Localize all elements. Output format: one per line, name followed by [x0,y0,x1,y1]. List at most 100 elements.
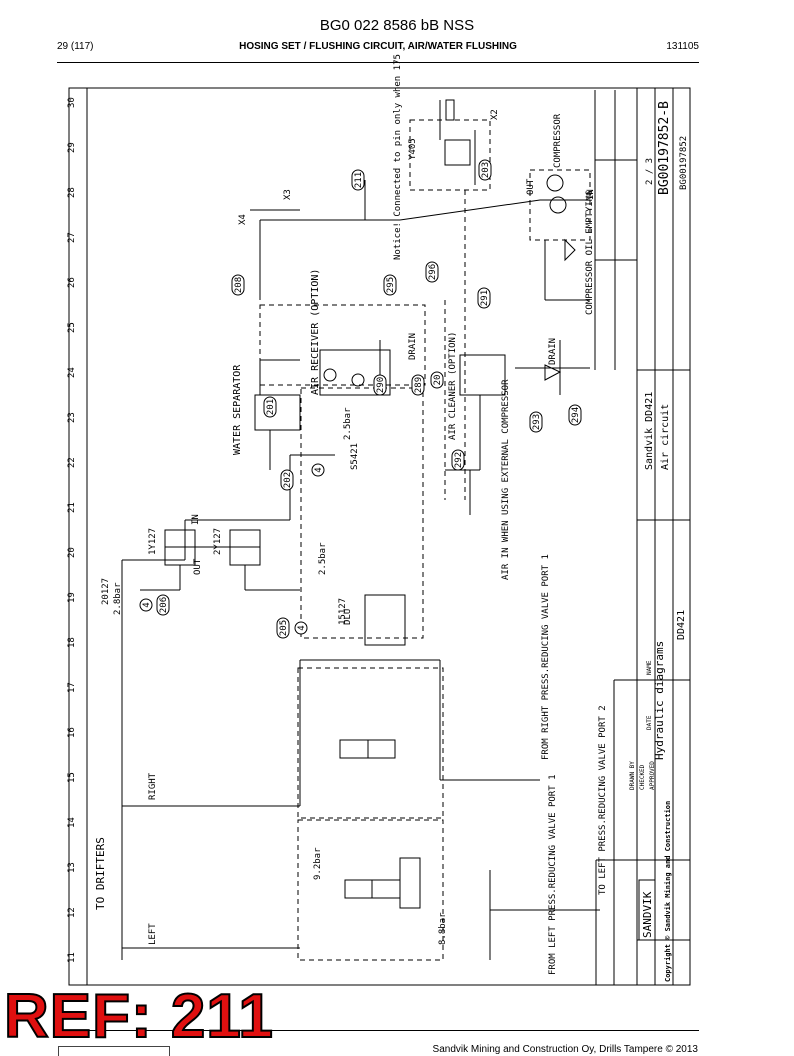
grid-num: 13 [67,862,77,873]
drawing-title: Hydraulic diagrams [653,641,666,760]
title-block-frame [636,87,691,986]
grid-num: 15 [67,772,77,783]
label-out: OUT [193,558,203,575]
left-valve-block [297,819,444,961]
label-to-left: TO LEFT PRESS.REDUCING VALVE PORT 2 [598,705,608,895]
label-compressor: COMPRESSOR [553,113,563,168]
label-in: IN [191,514,201,525]
label-2-5bar: 2.5bar [318,542,328,575]
water-separator-block [300,387,424,639]
label-in: IN [586,189,596,200]
grid-num: 26 [67,277,77,288]
label-9-2bar: 9.2bar [313,847,323,880]
label-water-separator: WATER SEPARATOR [232,364,243,455]
sandvik-footer-logo [58,1046,170,1056]
grid-num: 27 [67,232,77,243]
section-title: HOSING SET / FLUSHING CIRCUIT, AIR/WATER… [239,41,517,52]
header-date: 131105 [666,41,699,52]
callout-294: 294 [571,407,581,423]
label-15127: 15127 [338,598,348,625]
label-air-cleaner: AIR CLEANER (OPTION) [448,332,458,440]
callout-203: 203 [481,162,491,178]
grid-numbers: 11 12 13 14 15 16 17 18 19 20 21 22 23 2… [67,97,77,963]
label-2-8bar: 2.8bar [113,582,123,615]
callout-206: 206 [159,597,169,613]
document-number: BG00197852 [679,136,689,190]
checked-label: CHECKED [639,764,646,790]
label-y405: Y405 [408,138,418,160]
footer-company: Sandvik Mining and Construction Oy, Dril… [432,1044,698,1055]
callout-205: 205 [279,620,289,636]
label-out: OUT [526,178,536,195]
grid-num: 14 [67,817,77,828]
grid-num: 24 [67,367,77,378]
page-number: 29 (117) [57,41,94,52]
label-x4: X4 [238,214,248,225]
grid-num: 11 [67,952,77,963]
callout-295: 295 [386,277,396,293]
callout-4: 4 [314,467,324,472]
label-to-drifters: TO DRIFTERS [94,837,107,910]
label-1y127: 1Y127 [148,528,158,555]
grid-num: 20 [67,547,77,558]
callout-201: 201 [266,399,276,415]
document-id: BG0 022 8586 bB NSS [319,17,475,34]
label-notice: Notice! Connected to pin only when 175 [393,54,403,260]
label-drain: DRAIN [408,333,418,360]
circuit-subtitle: Air circuit [660,404,671,470]
grid-num: 28 [67,187,77,198]
ref-overlay-label: REF: 211 [3,982,274,1051]
grid-num: 25 [67,322,77,333]
grid-num: 21 [67,502,77,513]
grid-num: 19 [67,592,77,603]
callout-293: 293 [532,414,542,430]
grid-num: 17 [67,682,77,693]
drawing-frame [68,87,691,986]
label-compressor-oil: COMPRESSOR OIL EMPTYING [585,190,595,315]
water-separator [254,394,301,431]
callout-4: 4 [297,625,307,630]
label-from-left: FROM LEFT PRESS.REDUCING VALVE PORT 1 [548,775,558,975]
callout-4: 4 [142,602,152,607]
copyright: Copyright © Sandvik Mining and Construct… [664,801,672,982]
date-label: DATE [646,715,653,730]
sandvik-logo: SANDVIK [641,891,654,938]
sheet-number: 2 / 3 [645,158,655,185]
label-8-8bar: 8.8bar [438,912,448,945]
label-air-receiver: AIR RECEIVER (OPTION) [310,269,321,395]
label-dlu: DLU [343,609,353,625]
callouts: 211 208 295 296 291 203 201 202 290 289 … [139,159,582,639]
callout-202: 202 [283,472,293,488]
compressor-motor [546,174,564,192]
grid-num: 23 [67,412,77,423]
callout-20: 20 [433,375,443,386]
right-valve-block [297,667,444,819]
label-from-right: FROM RIGHT PRESS.REDUCING VALVE PORT 1 [541,554,551,760]
grid-num: 16 [67,727,77,738]
label-air-in: AIR IN WHEN USING EXTERNAL COMPRESSOR [501,379,511,580]
grid-num: 30 [67,97,77,108]
callout-211: 211 [354,172,364,188]
compressor-block [529,169,591,241]
grid-num: 12 [67,907,77,918]
label-2y127: 2Y127 [213,528,223,555]
grid-num: 22 [67,457,77,468]
label-5421: S5421 [350,443,360,470]
footer-divider [57,1030,699,1031]
label-drain: DRAIN [548,338,558,365]
drawn-label: DRAWN BY [629,761,636,790]
callout-292: 292 [454,452,464,468]
approved-label: APPROVED [649,761,656,790]
label-x2: X2 [490,109,500,120]
callout-290: 290 [376,377,386,393]
drawing-model: DD421 [676,610,687,640]
label-x3: X3 [283,189,293,200]
air-cleaner [459,354,506,396]
label-right: RIGHT [148,772,158,800]
callout-208: 208 [234,277,244,293]
callout-291: 291 [480,290,490,306]
label-2-5bar: 2.5bar [343,407,353,440]
drawing-number: BG00197852-B [657,101,672,195]
label-20127: 20127 [101,578,111,605]
